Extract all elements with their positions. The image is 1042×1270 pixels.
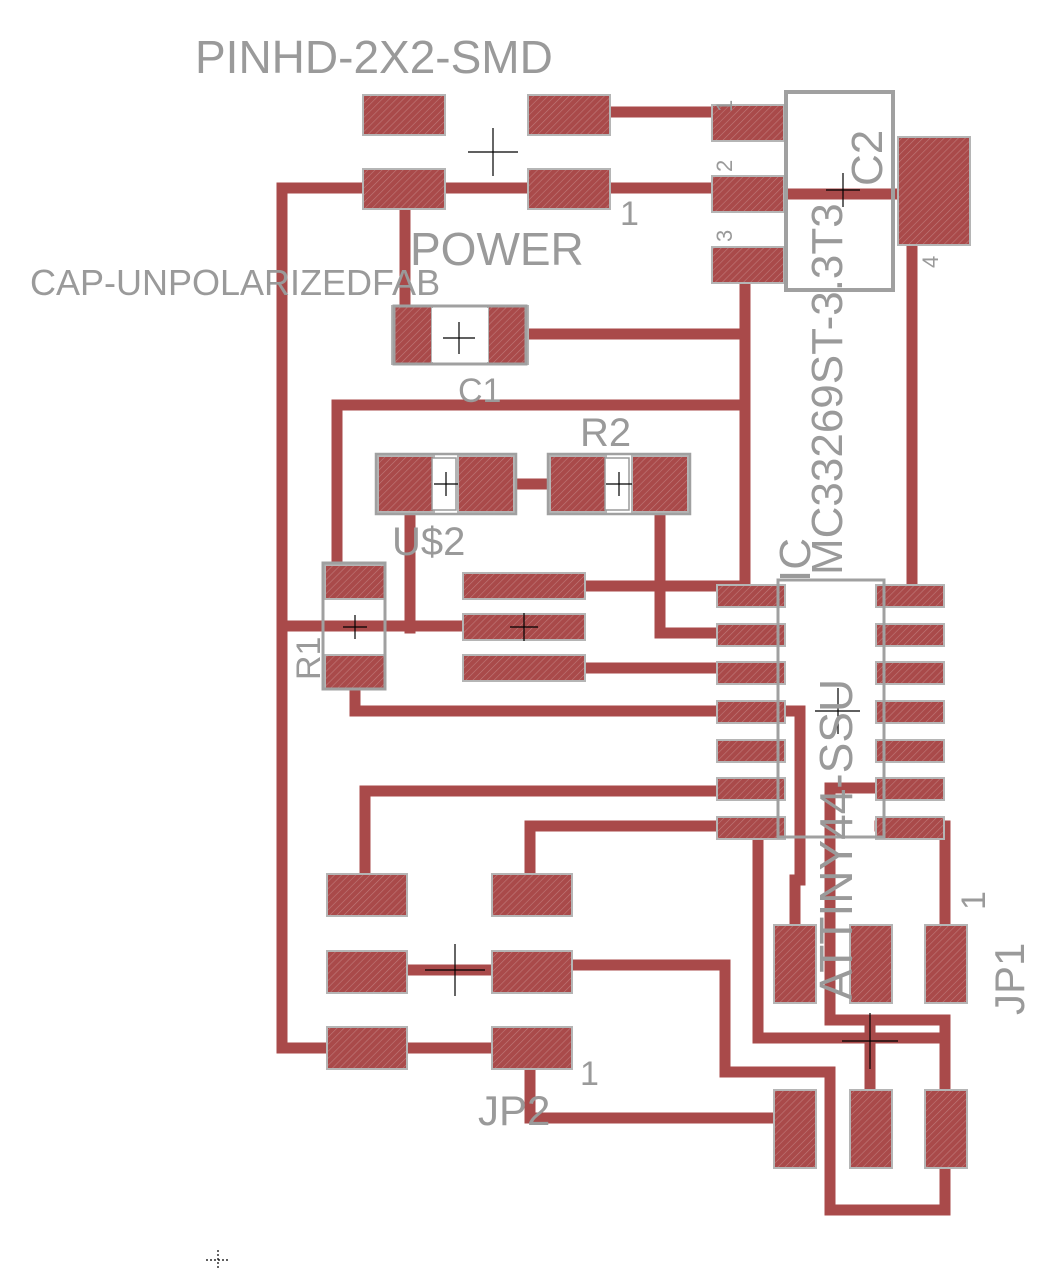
ic-pin: [875, 700, 945, 724]
us2-outline: [374, 452, 518, 516]
jp2-pad: [326, 1026, 408, 1070]
ic-pin: [875, 816, 945, 840]
jp2-pin1-label: 1: [580, 1055, 599, 1093]
pinhd-pad: [362, 94, 446, 136]
regulator-pin2-label: 2: [712, 160, 737, 172]
regulator-pad: [711, 246, 785, 284]
c1-pad: [391, 305, 433, 365]
jp2-pad: [491, 1026, 573, 1070]
r2-pad: [549, 455, 607, 513]
pinhd-label: PINHD-2X2-SMD: [195, 31, 553, 83]
origin-markers: [206, 128, 898, 1268]
ic-pin: [716, 661, 786, 685]
ic-pin: [875, 777, 945, 801]
c1-pad: [487, 305, 529, 365]
jp2-pad: [491, 950, 573, 994]
ic-pin: [875, 739, 945, 763]
jp2-label: JP2: [478, 1087, 550, 1134]
crystal-pad: [462, 572, 586, 600]
crystal-pad: [462, 654, 586, 682]
jp2-pad: [326, 873, 408, 917]
cap-unpolarized-label: CAP-UNPOLARIZEDFAB: [30, 262, 440, 303]
regulator-pad: [711, 175, 785, 213]
us2-label: U$2: [392, 520, 465, 564]
r1-label: R1: [290, 637, 328, 680]
ic-pin: [716, 816, 786, 840]
ic-pin: [716, 623, 786, 647]
jp1-pad: [849, 924, 893, 1004]
jp1-pad: [849, 1089, 893, 1169]
c2-label: C2: [843, 130, 892, 186]
ic-pin: [716, 584, 786, 608]
r2-pad: [631, 455, 689, 513]
power-pin1-label: 1: [620, 195, 639, 233]
regulator-pin4-label: 4: [918, 256, 943, 268]
ic-pin: [875, 661, 945, 685]
us2-pad: [457, 455, 515, 513]
jp1-pad: [924, 924, 968, 1004]
silkscreen-labels: PINHD-2X2-SMD POWER 1 CAP-UNPOLARIZEDFAB…: [30, 31, 1033, 1134]
traces: [276, 106, 951, 1216]
regulator-pin3-label: 3: [712, 230, 737, 242]
c1-label: C1: [458, 372, 501, 410]
mc-regulator-label: MC33269ST-3.3T3: [803, 203, 852, 575]
jp1-pin1-label: 1: [955, 891, 993, 910]
pinhd-pad: [527, 94, 611, 136]
jp2-pad: [491, 873, 573, 917]
r1-pad: [324, 564, 386, 600]
us2-pad: [377, 455, 435, 513]
ic-outline: [776, 578, 886, 839]
ic-pin: [716, 777, 786, 801]
r2-outline: [546, 452, 692, 516]
pads: [324, 94, 971, 1169]
jp1-pad: [924, 1089, 968, 1169]
jp1-label: JP1: [986, 943, 1033, 1015]
r2-label: R2: [580, 411, 631, 455]
r1-pad: [324, 654, 386, 690]
ic-label: IC: [771, 538, 820, 582]
ic-pin: [875, 584, 945, 608]
pinhd-pad: [527, 168, 611, 210]
ic-pin: [716, 700, 786, 724]
ic-pin: [716, 739, 786, 763]
c1-outline: [392, 304, 528, 366]
ic-pin: [875, 623, 945, 647]
power-label: POWER: [410, 223, 584, 275]
regulator-pin1-label: 1: [712, 100, 737, 112]
attiny-label: ATTINY44-SSU: [810, 679, 862, 1000]
regulator-tab-pad: [897, 136, 971, 246]
jp1-pad: [773, 924, 817, 1004]
jp1-pad: [773, 1089, 817, 1169]
r1-outline: [321, 561, 387, 691]
jp2-pad: [326, 950, 408, 994]
regulator-outline: [784, 90, 895, 292]
pinhd-pad: [362, 168, 446, 210]
